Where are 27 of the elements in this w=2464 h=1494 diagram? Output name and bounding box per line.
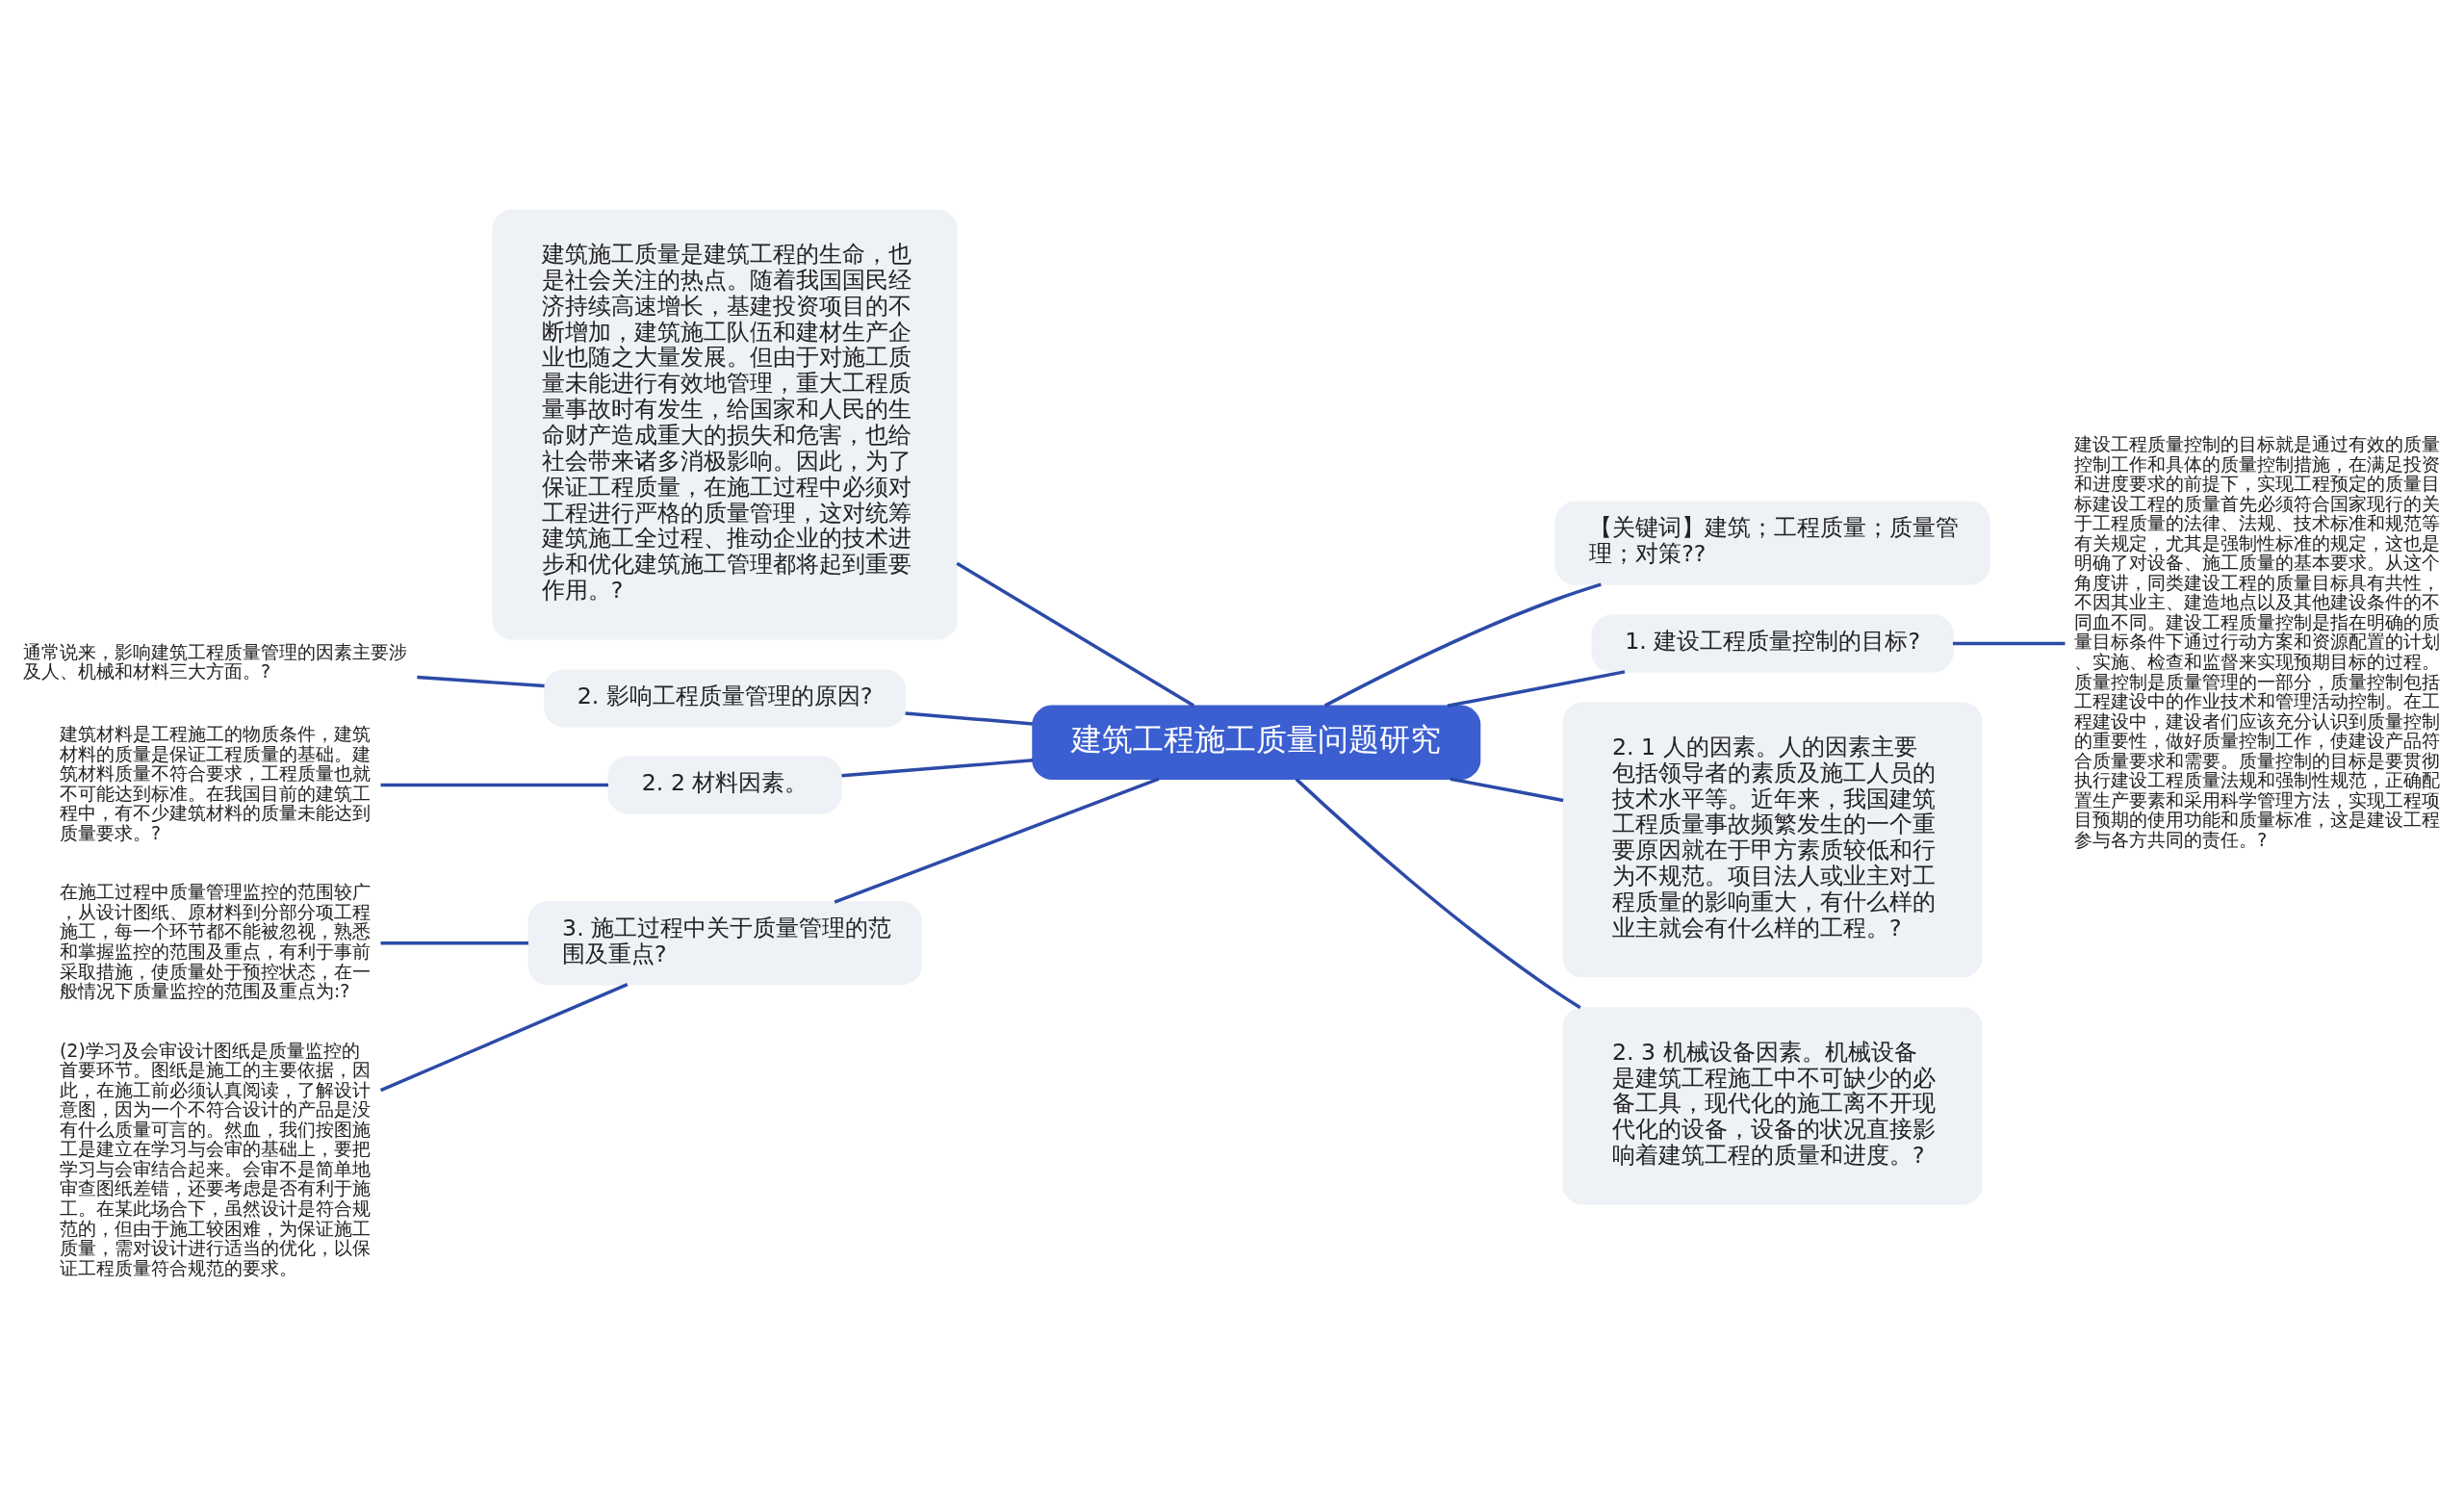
connector (379, 983, 629, 1093)
node-text: 通常说来，影响建筑工程质量管理的因素主要涉及人、机械和材料三大方面。? (23, 640, 408, 683)
node-box: 建筑施工质量是建筑工程的生命，也是社会关注的热点。随着我国国民经济持续高速增长，基建投资项目的不断增加，建筑施工队伍和建材生产企业也随之大量发展。但由于对施工质量未能进行有效地管理，重大工程质量事故时有发生，给国家和人民的生命财产造成重大的损失和危害，也给社会带来诸多消极影响。因此，为了保证工程质量，在施工过程中必须对工程进行严格的质量管理，这对统筹建筑施工全过程、推动企业的技术进步和优化建筑施工管理都将起到重要作用。? (492, 209, 958, 640)
node-text: 建筑材料是工程施工的物质条件，建筑材料的质量是保证工程质量的基础。建筑材料质量不符合要求，工程质量也就不可能达到标准。在我国目前的建筑工程中，有不少建筑材料的质量未能达到质量要求。? (59, 723, 371, 843)
node-text: 在施工过程中质量管理监控的范围较广，从设计图纸、原材料到分部分项工程施工，每一个环节都不能被忽视，熟悉和掌握监控的范围及重点，有利于事前采取措施，使质量处于预控状态，在一般情况下质量监控的范围及重点为:? (59, 881, 371, 1002)
node-box: 2. 3 机械设备因素。机械设备是建筑工程施工中不可缺少的必备工具，现代化的施工离不开现代化的设备，设备的状况直接影响着建筑工程的质量和进度。? (1562, 1007, 1983, 1205)
node-text: 建设工程质量控制的目标就是通过有效的质量控制工作和具体的质量控制措施，在满足投资和进度要求的前提下，实现工程预定的质量目标建设工程的质量首先必须符合国家现行的关于工程质量的法律、法规、技术标准和规范等有关规定，尤其是强制性标准的规定，这也是明确了对设备、施工质量的基本要求。从这个角度讲，同类建设工程的质量目标具有共性，不因其业主、建造地点以及其他建设条件的不同血不同。建设工程质量控制是指在明确的质量目标条件下通过行动方案和资源配置的计划、实施、检查和监督来实现预期目标的过程。质量控制是质量管理的一部分，质量控制包括工程建设中的作业技术和管理活动控制。在工程建设中，建设者们应该充分认识到质量控制的重要性，做好质量控制工作，使建设产品符合质量要求和需要。质量控制的目标是要贯彻执行建设工程质量法规和强制性规范，正确配置生产要素和采用科学管理方法，实现工程项目预期的使用功能和质量标准，这是建设工程参与各方共同的责任。? (2074, 433, 2441, 850)
connector (1953, 641, 2066, 646)
node-box: 建筑工程施工质量问题研究 (1032, 705, 1481, 780)
node-text: (2)学习及会审设计图纸是质量监控的首要环节。图纸是施工的主要依据，因此，在施工前必须认真阅读，了解设计意图，因为一个不符合设计的产品是没有什么质量可言的。然血，我们按图施工是建立在学习与会审的基础上，要把学习与会审结合起来。会审不是简单地审查图纸差错，还要考虑是否有利于施工。在某此场合下，虽然设计是符合规范的，但由于施工较困难，为保证施工质量，需对设计进行适当的优化，以保证工程质量符合规范的要求。 (59, 1039, 371, 1278)
node-box: 2. 1 人的因素。人的因素主要包括领导者的素质及施工人员的技术水平等。近年来，我国建筑工程质量事故频繁发生的一个重要原因就在于甲方素质较低和行为不规范。项目法人或业主对工程质量的影响重大，有什么样的业主就会有什么样的工程。? (1562, 702, 1983, 978)
connector (380, 783, 608, 787)
node-box: 2. 影响工程质量管理的原因? (544, 669, 907, 728)
node-box: 2. 2 材料因素。 (607, 756, 842, 814)
connector (834, 777, 1160, 904)
connector (1447, 670, 1626, 708)
node-box: 1. 建设工程质量控制的目标? (1591, 614, 1954, 673)
connector (417, 675, 545, 688)
connector (1295, 778, 1581, 1010)
connector (1323, 582, 1602, 708)
connector (380, 941, 529, 945)
node-box: 3. 施工过程中关于质量管理的范围及重点? (527, 901, 922, 986)
connector (841, 759, 1034, 778)
connector (905, 711, 1033, 726)
node-box: 【关键词】建筑；工程质量；质量管理；对策?? (1554, 501, 1990, 585)
connector (1450, 777, 1564, 803)
connector (956, 561, 1195, 708)
